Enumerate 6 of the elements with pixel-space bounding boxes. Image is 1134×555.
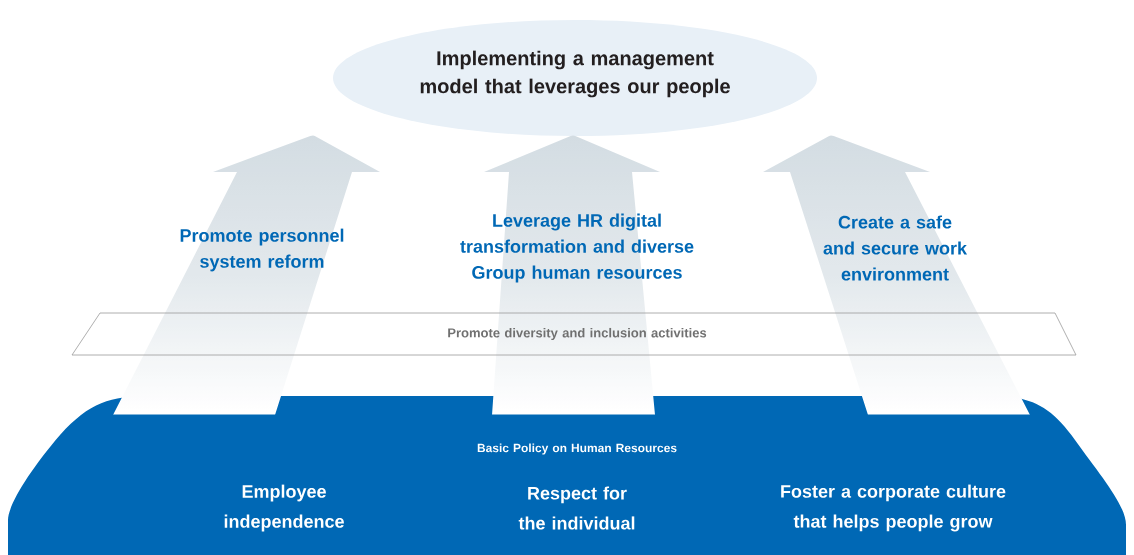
block-arrow: Promote personnel system reform xyxy=(180,228,344,272)
policy-text: Respect for the individual xyxy=(518,486,635,530)
activity-band: Promote diversity and inclusion activities xyxy=(71,312,1077,356)
policy-text: Foster a corporate culture that helps people grow xyxy=(781,484,1006,532)
policy-text: Employee independence xyxy=(224,484,344,532)
block-arrow: Create a safe and secure work environment xyxy=(823,215,968,281)
